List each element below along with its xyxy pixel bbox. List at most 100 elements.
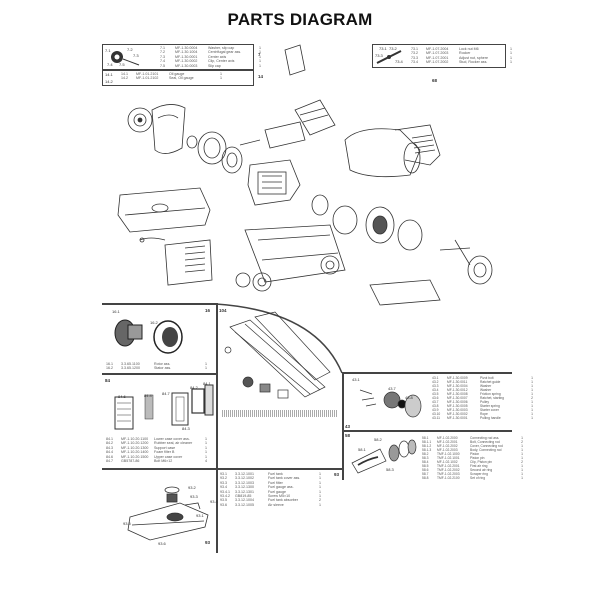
ref-68: 68 [432,78,438,83]
label-58-2: 58.2 [374,437,382,442]
table-row [222,410,337,411]
label-84-6: 84.6 [118,394,126,399]
page-title: PARTS DIAGRAM [227,10,373,29]
label-58-3: 58.3 [386,467,394,472]
section-divider [102,303,217,305]
label-84-7: 84.7 [162,391,170,396]
ref-84: 84 [105,378,111,383]
label-14-1: 14.1 [105,72,113,77]
section-divider [342,430,344,480]
label-84-2: 84.2 [190,385,198,390]
clutch-assembly-sketch [111,51,140,66]
control-panel-sketch [224,311,331,399]
ref-7: 7 [258,52,261,57]
label-93-2: 93.2 [188,485,196,490]
ref-93-drawing: 93 [205,540,211,545]
parts-table-104 [222,410,337,417]
label-73-2: 73.2 [389,46,397,51]
ref-93-table: 93 [334,472,340,477]
label-58-1: 58.1 [358,447,366,452]
label-73-4: 73.4 [395,59,403,64]
label-73-1: 73.1 [379,46,387,51]
fuel-tank-sketch [127,486,209,541]
recoil-starter-sketch [359,389,422,418]
main-exploded-view [117,44,493,306]
label-84-3: 84.3 [182,426,190,431]
label-7-5: 7.5 [119,62,125,67]
label-93-1: 93.1 [196,513,204,518]
section-divider [342,372,344,468]
label-43-8: 43.8 [405,395,413,400]
air-filter-sketch [114,384,214,430]
label-93-5: 93.5 [123,521,131,526]
ref-16: 16 [205,308,211,313]
label-43-7: 43.7 [388,386,396,391]
label-7-4: 7.4 [107,62,113,67]
section-divider [102,468,342,470]
ref-43: 43 [345,424,351,429]
label-16-1: 16.1 [112,309,120,314]
table-row [222,414,337,415]
table-row [222,416,337,417]
ref-58: 58 [345,433,351,438]
label-16-2: 16.2 [150,320,158,325]
piston-assembly-sketch [351,439,417,474]
label-84-4: 84.4 [144,393,152,398]
label-93-4: 93.4 [210,499,218,504]
curved-divider-104 [215,303,343,374]
table-row [222,411,337,412]
label-93-3: 93.3 [190,494,198,499]
label-84-1: 84.1 [203,381,211,386]
rotor-stator-sketch [114,319,183,354]
label-14-2: 14.2 [105,79,113,84]
section-divider [342,372,512,374]
label-7-2: 7.2 [127,47,133,52]
